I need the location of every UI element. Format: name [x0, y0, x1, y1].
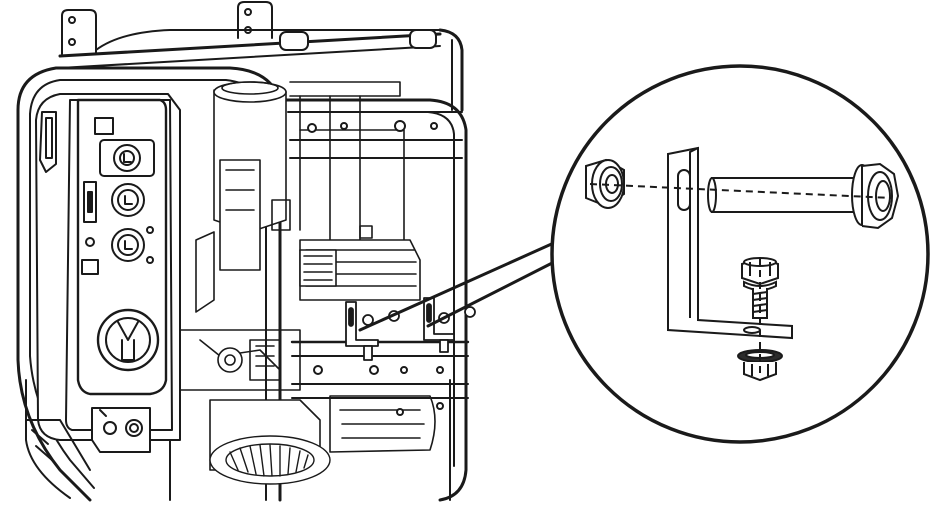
callout-leader-lines [358, 240, 564, 332]
cross-rails [289, 111, 470, 416]
detail-magnifier [550, 64, 930, 444]
generator-assembly [16, 1, 476, 502]
control-panel-components [81, 117, 160, 453]
recoil-starter-grill [209, 435, 331, 485]
alignment-axes [589, 183, 893, 378]
long-flange-bolt [707, 162, 900, 230]
base-skid [25, 379, 171, 501]
roll-cage-top [58, 28, 464, 112]
installed-bracket-left [345, 301, 400, 361]
